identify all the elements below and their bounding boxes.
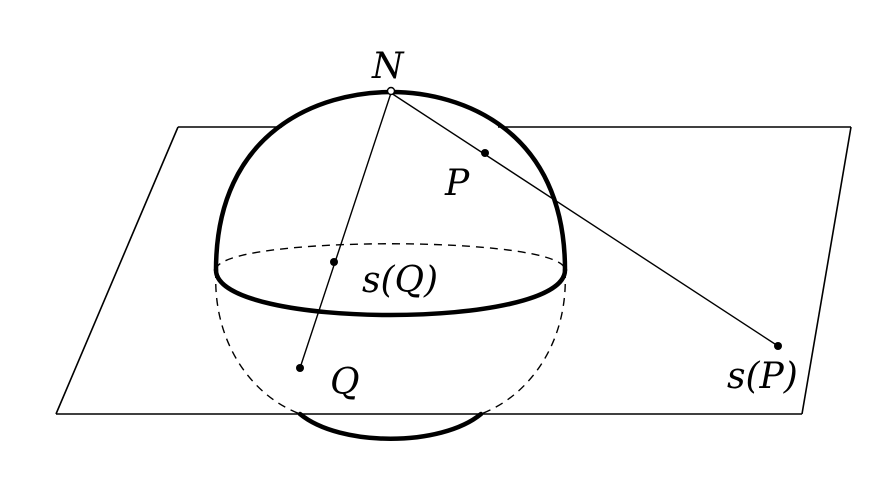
plane-left-edge [55,126,179,415]
plane [55,126,852,415]
hidden-curves [215,243,566,415]
ray-n-to-sp [390,92,779,347]
label-p: P [444,163,470,204]
equator-back-dashed [215,243,566,271]
ray-n-to-q [299,92,392,369]
points [296,86,782,372]
lower-sphere-right-dashed [480,269,566,415]
plane-right-edge [801,126,852,415]
label-s-q: s(Q) [362,260,438,301]
lower-sphere-left-dashed [215,269,301,415]
equator-front [213,267,568,318]
label-north: N [371,46,405,87]
point-q [296,364,304,372]
point-s-q [330,258,338,266]
upper-hemisphere-outline [213,89,568,273]
point-s-p [774,342,782,350]
point-p [481,149,489,157]
north-pole-point [386,86,396,96]
label-s-p: s(P) [727,356,798,397]
lower-sphere-visible-arc [297,411,484,441]
projection-rays [299,92,779,369]
label-q: Q [330,362,360,403]
